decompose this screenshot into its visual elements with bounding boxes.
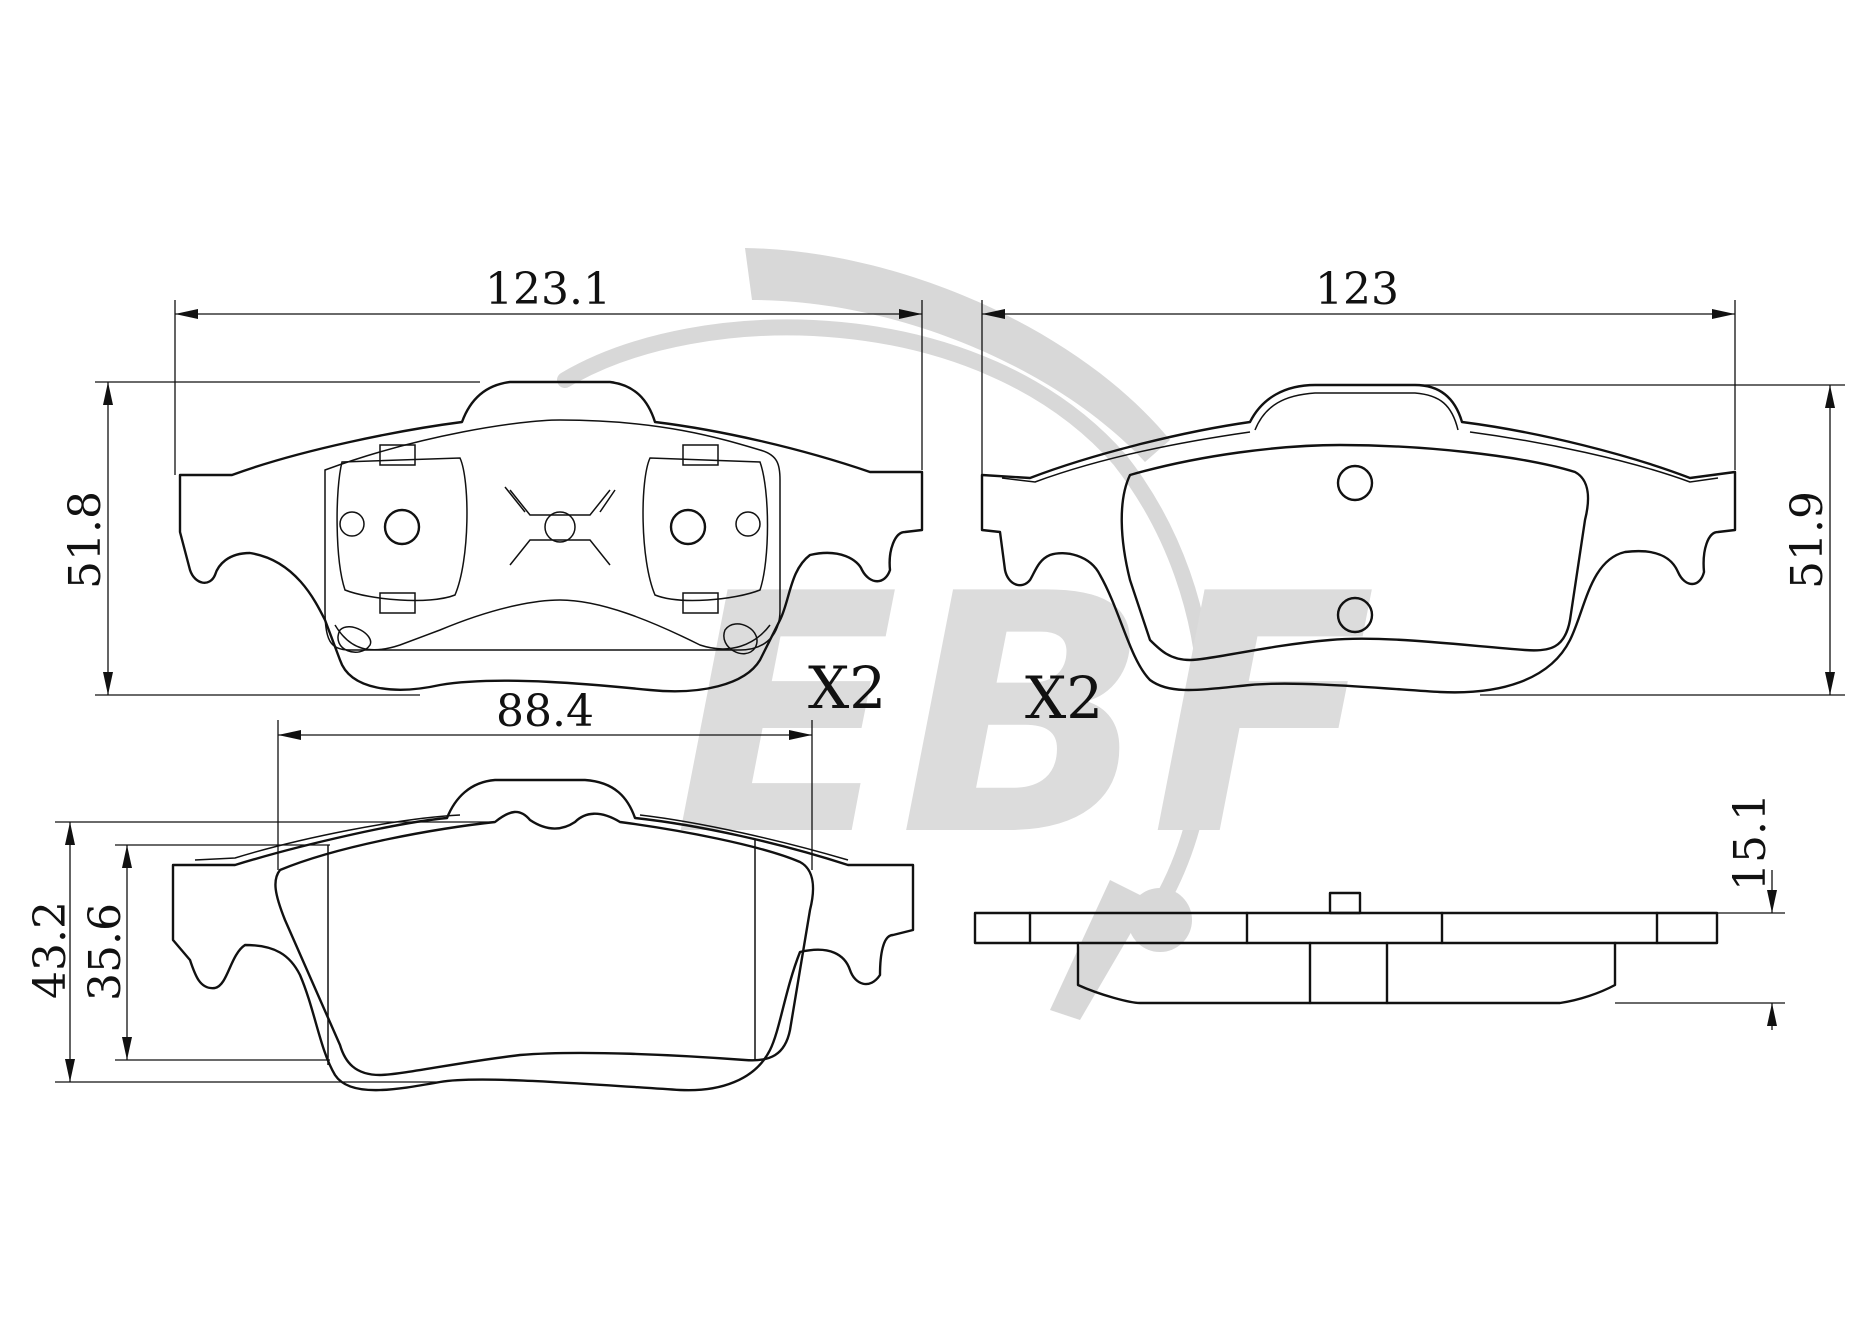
pad-back-left-view: [178, 380, 924, 693]
watermark-logo: EBF: [557, 248, 1376, 1020]
dim-width-back-right: 123: [1315, 264, 1399, 315]
dim-height-front-inner: 35.6: [80, 903, 131, 1001]
dim-width-front: 88.4: [496, 686, 594, 737]
dim-height-front-outer: 43.2: [25, 901, 76, 999]
pad-side-view: [973, 891, 1719, 1005]
qty-label-left: X2: [808, 654, 886, 722]
dimension-annotations: 123.1 51.8 123 51.9 88.4: [25, 264, 1845, 1083]
dim-height-back-left: 51.8: [60, 491, 111, 589]
qty-label-right: X2: [1025, 664, 1103, 732]
pad-front-view: [171, 778, 915, 1092]
dim-thickness-side: 15.1: [1725, 793, 1776, 891]
dim-width-back-left: 123.1: [485, 264, 611, 315]
dim-height-back-right: 51.9: [1782, 491, 1833, 589]
